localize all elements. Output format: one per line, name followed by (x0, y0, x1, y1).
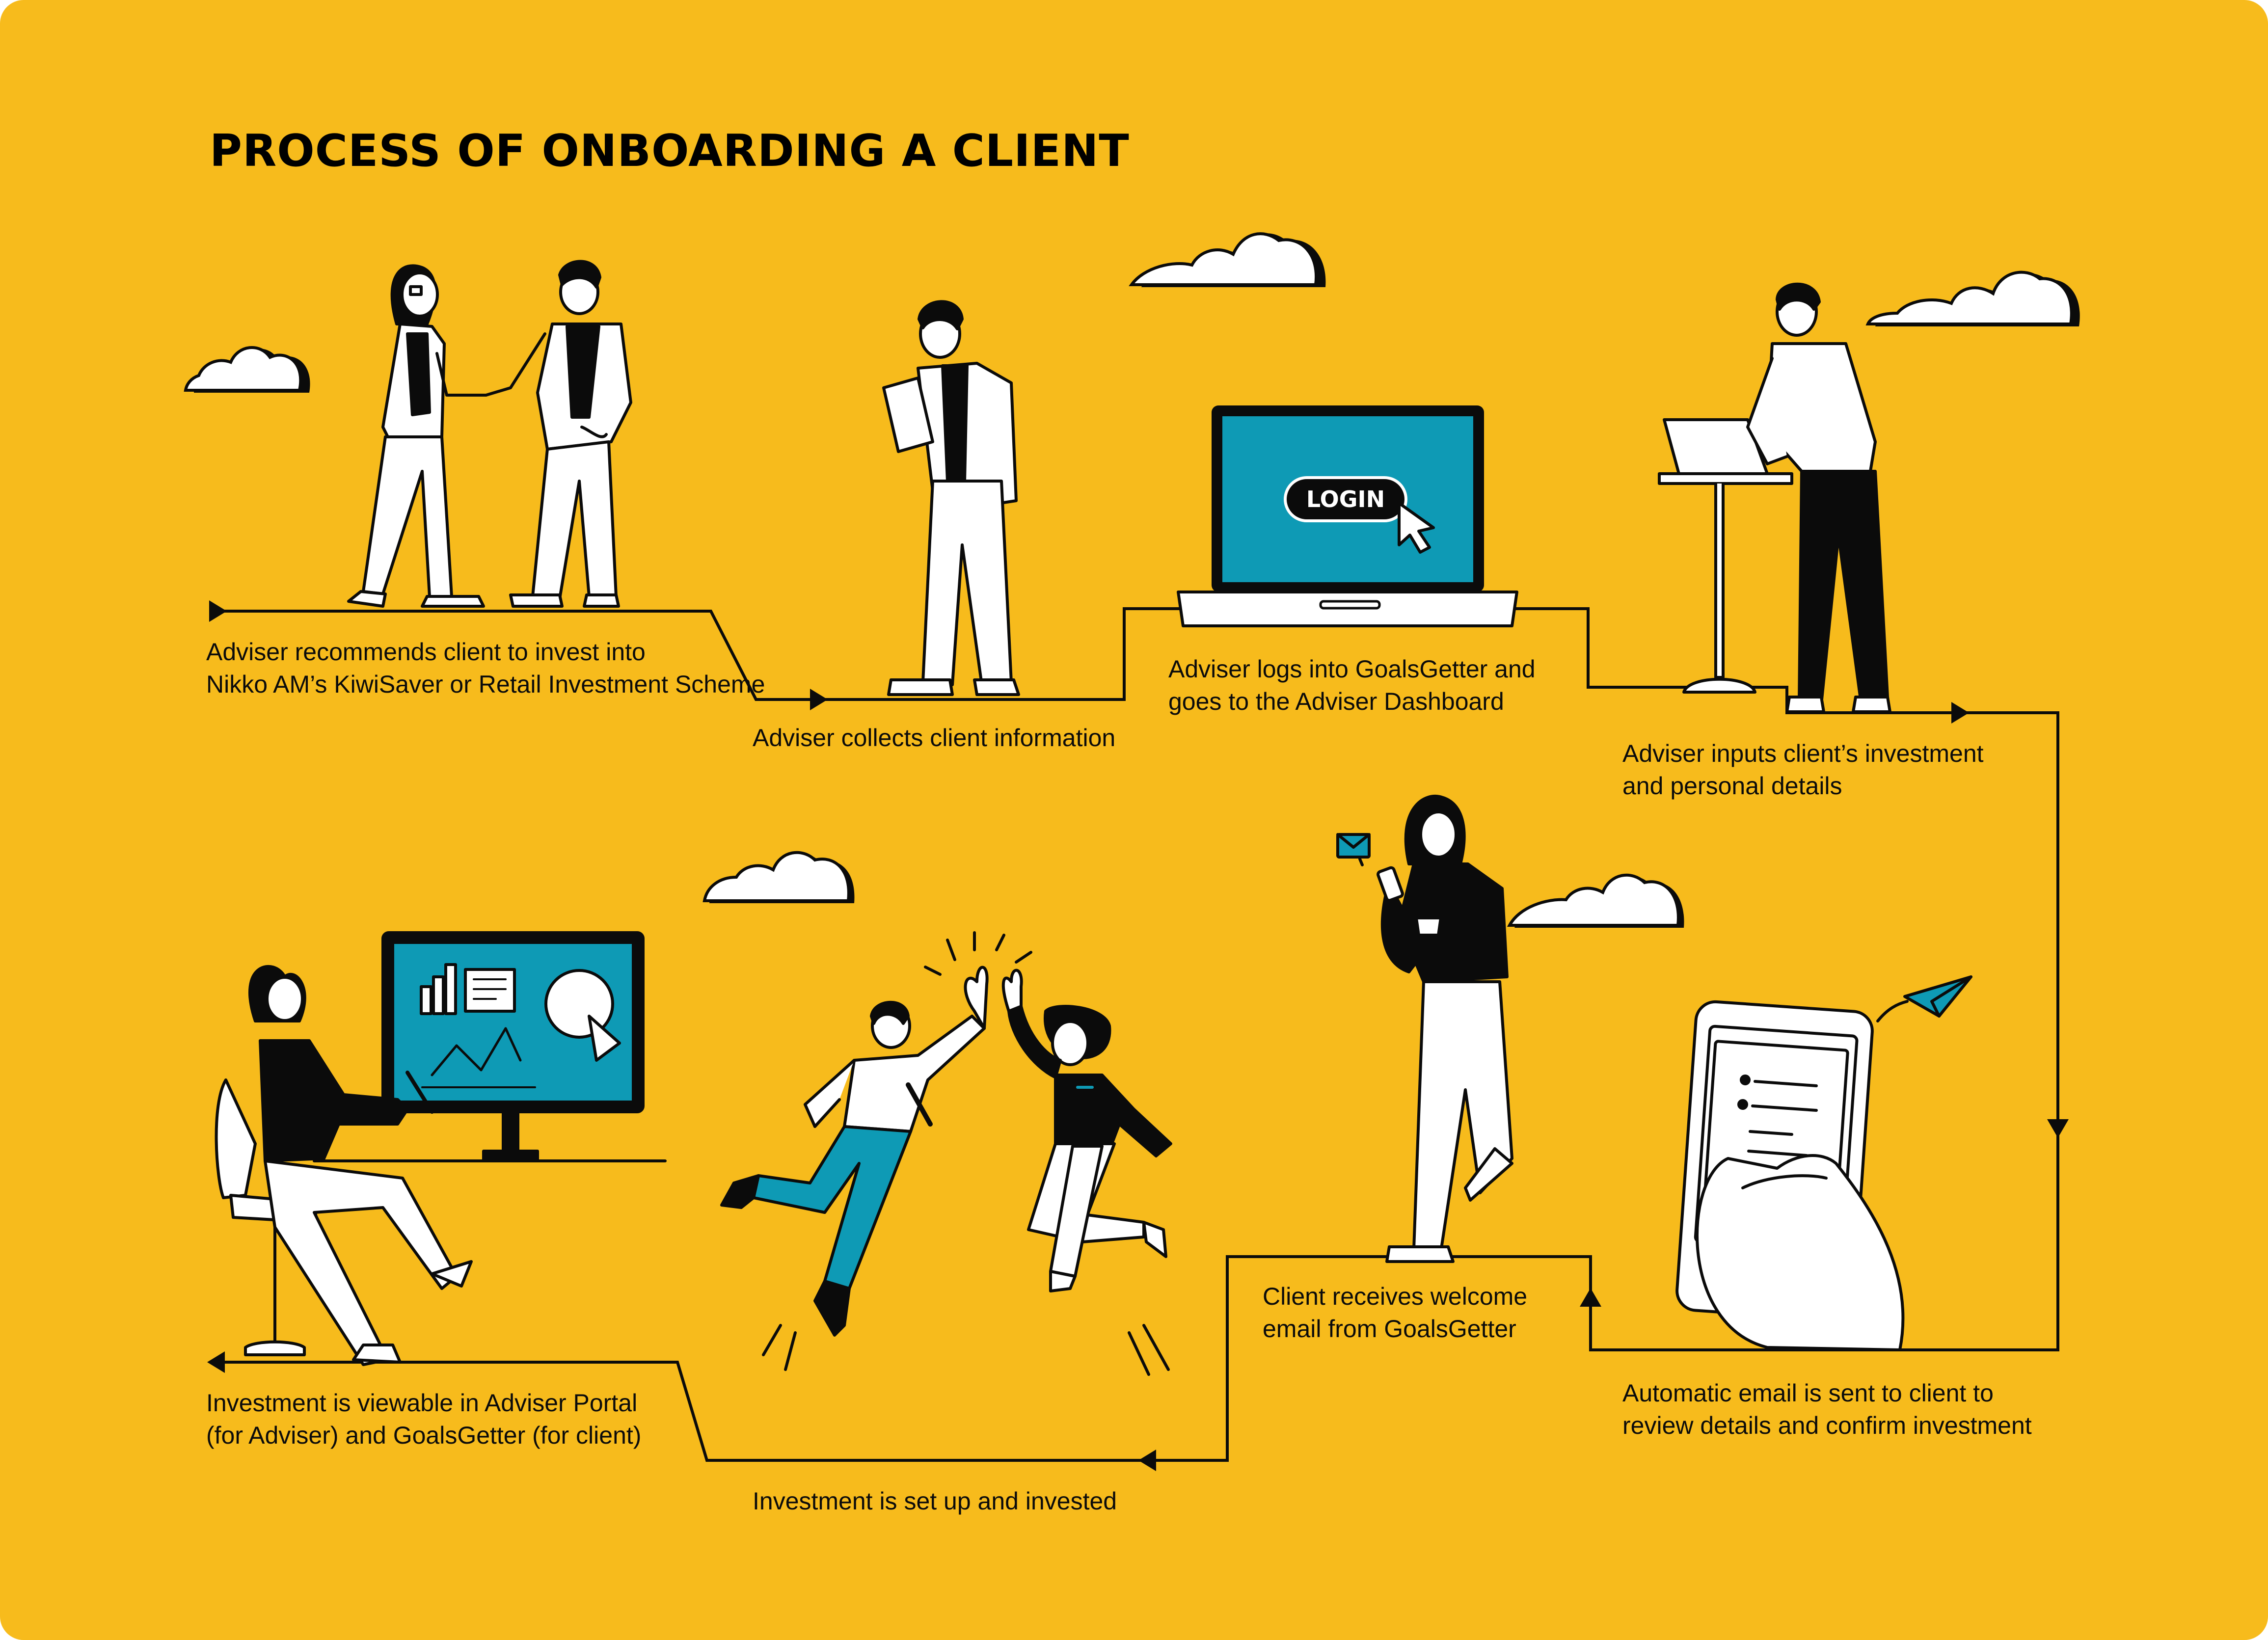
step-4-line-2: and personal details (1622, 770, 1984, 802)
step-6-line-2: email from GoalsGetter (1263, 1313, 1527, 1345)
client-with-phone-and-coffee-illustration (1338, 796, 1512, 1262)
adviser-at-standing-desk-illustration (1659, 284, 1890, 712)
step-8-line-1: Investment is viewable in Adviser Portal (206, 1387, 641, 1419)
step-3-line-2: goes to the Adviser Dashboard (1168, 685, 1536, 718)
adviser-at-monitor-illustration (216, 933, 665, 1365)
step-2-line-1: Adviser collects client information (753, 722, 1115, 754)
step-2-caption: Adviser collects client information (753, 722, 1115, 754)
cloud-icon (186, 348, 310, 393)
step-4-caption: Adviser inputs client’s investment and p… (1622, 737, 1984, 802)
cloud-icon (704, 853, 854, 903)
high-five-jump-illustration (722, 933, 1171, 1374)
step-6-caption: Client receives welcome email from Goals… (1263, 1280, 1527, 1345)
step-1-line-1: Adviser recommends client to invest into (206, 636, 765, 668)
adviser-with-clipboard-illustration (884, 301, 1019, 695)
page-title: PROCESS OF ONBOARDING A CLIENT (210, 125, 1130, 177)
step-1-caption: Adviser recommends client to invest into… (206, 636, 765, 700)
cloud-icon (1868, 272, 2080, 326)
cloud-icon (1132, 233, 1325, 287)
step-7-line-1: Investment is set up and invested (753, 1485, 1117, 1517)
step-4-line-1: Adviser inputs client’s investment (1622, 737, 1984, 770)
step-1-line-2: Nikko AM’s KiwiSaver or Retail Investmen… (206, 668, 765, 700)
step-5-line-1: Automatic email is sent to client to (1622, 1377, 2032, 1409)
step-8-line-2: (for Adviser) and GoalsGetter (for clien… (206, 1419, 641, 1452)
step-3-line-1: Adviser logs into GoalsGetter and (1168, 653, 1536, 685)
step-3-caption: Adviser logs into GoalsGetter and goes t… (1168, 653, 1536, 718)
login-button-label: LOGIN (1289, 480, 1402, 519)
hand-holding-phone-illustration (1675, 977, 1971, 1350)
step-6-line-1: Client receives welcome (1263, 1280, 1527, 1313)
cloud-icon (1510, 875, 1684, 928)
step-5-line-2: review details and confirm investment (1622, 1409, 2032, 1442)
handshake-people-illustration (349, 262, 631, 607)
step-7-caption: Investment is set up and invested (753, 1485, 1117, 1517)
step-5-caption: Automatic email is sent to client to rev… (1622, 1377, 2032, 1442)
step-8-caption: Investment is viewable in Adviser Portal… (206, 1387, 641, 1452)
